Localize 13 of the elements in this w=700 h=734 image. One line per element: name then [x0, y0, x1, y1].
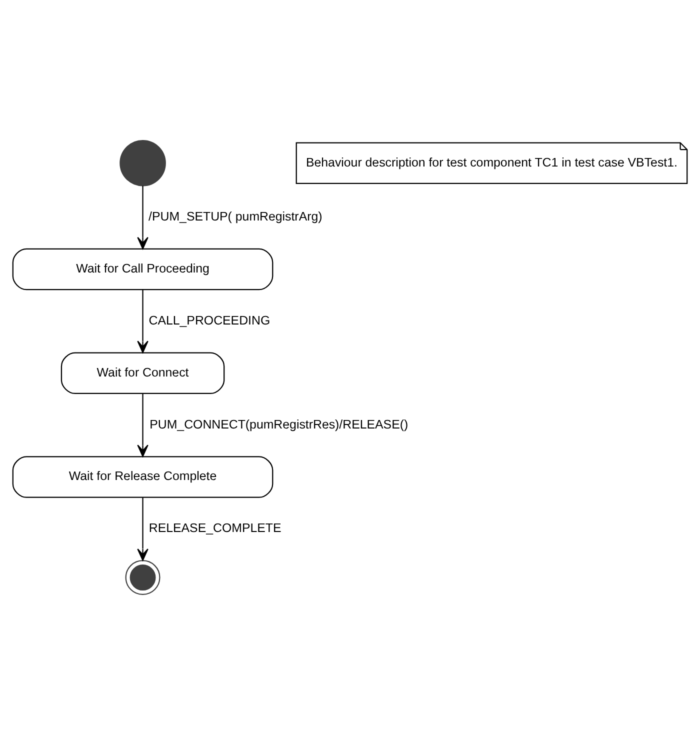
arrow — [137, 393, 148, 456]
node-box: Wait for Connect — [60, 352, 225, 394]
arrow — [137, 497, 148, 560]
edge-label: CALL_PROCEEDING — [148, 312, 270, 327]
node-circle — [125, 560, 160, 595]
edge-label: PUM_CONNECT(pumRegistrRes)/RELEASE() — [150, 416, 408, 431]
arrow — [137, 185, 148, 249]
node-circle — [120, 139, 166, 186]
edge-label: RELEASE_COMPLETE — [148, 520, 282, 535]
edge-label: /PUM_SETUP( pumRegistrArg) — [148, 208, 322, 223]
node-box: Wait for Release Complete — [12, 456, 274, 498]
arrow — [137, 289, 148, 353]
node-box: Wait for Call Proceeding — [12, 248, 274, 290]
